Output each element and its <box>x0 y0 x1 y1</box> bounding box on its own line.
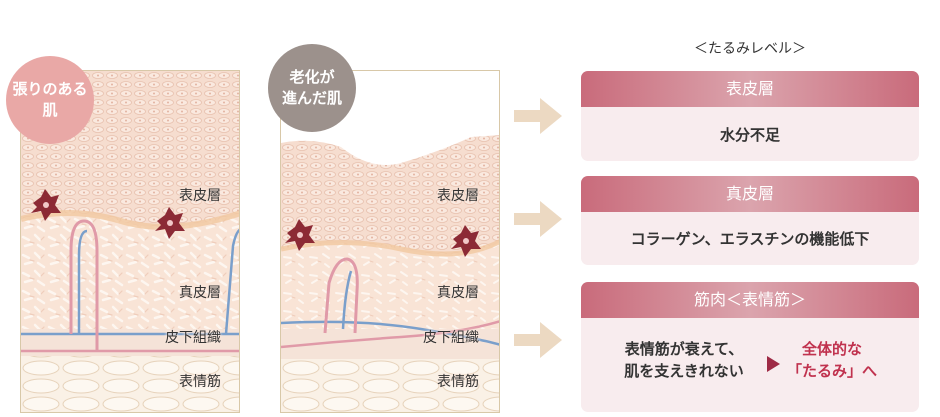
badge-line: 老化が <box>289 68 335 86</box>
card-title: 表皮層 <box>581 71 919 107</box>
badge-line: 肌 <box>42 101 58 119</box>
aged-skin-badge: 老化が進んだ肌 <box>268 44 356 132</box>
label-epidermis: 表皮層 <box>437 188 479 204</box>
label-epidermis: 表皮層 <box>179 188 221 204</box>
arrow-right-icon <box>514 201 562 237</box>
muscle-cause-text: 表情筋が衰えて、 肌を支えきれない <box>619 338 749 382</box>
epidermis-card: 表皮層 水分不足 <box>581 71 919 161</box>
muscle-card: 筋肉＜表情筋＞ 表情筋が衰えて、 肌を支えきれない 全体的な 「たるみ」へ <box>581 282 919 412</box>
card-body: 水分不足 <box>719 125 780 144</box>
sagging-level-title: ＜たるみレベル＞ <box>694 41 806 57</box>
cause-line: 表情筋が衰えて、 <box>624 340 744 358</box>
card-body: 表情筋が衰えて、 肌を支えきれない 全体的な 「たるみ」へ <box>581 318 919 412</box>
badge-line: 進んだ肌 <box>281 89 342 107</box>
cause-line: 肌を支えきれない <box>624 362 744 380</box>
card-title: 真皮層 <box>581 176 919 212</box>
result-line: 「たるみ」へ <box>787 362 878 380</box>
dermis-card: 真皮層 コラーゲン、エラスチンの機能低下 <box>581 176 919 265</box>
label-muscle: 表情筋 <box>179 374 221 390</box>
card-body: コラーゲン、エラスチンの機能低下 <box>630 230 870 248</box>
aged-skin-illustration: 表皮層 真皮層 皮下組織 表情筋 <box>280 70 500 413</box>
aged-skin-cross-section <box>281 135 499 412</box>
play-triangle-icon <box>767 356 780 372</box>
sagging-result-text: 全体的な 「たるみ」へ <box>787 338 877 382</box>
label-subcutaneous: 皮下組織 <box>165 330 221 346</box>
label-subcutaneous: 皮下組織 <box>423 330 479 346</box>
badge-line: 張りのある <box>12 80 88 98</box>
label-dermis: 真皮層 <box>437 285 479 301</box>
firm-skin-badge: 張りのある肌 <box>6 56 94 144</box>
arrow-right-icon <box>514 98 562 134</box>
arrow-right-icon <box>514 322 562 358</box>
label-dermis: 真皮層 <box>179 285 221 301</box>
card-title: 筋肉＜表情筋＞ <box>581 282 919 318</box>
result-line: 全体的な <box>801 340 862 358</box>
label-muscle: 表情筋 <box>437 374 479 390</box>
